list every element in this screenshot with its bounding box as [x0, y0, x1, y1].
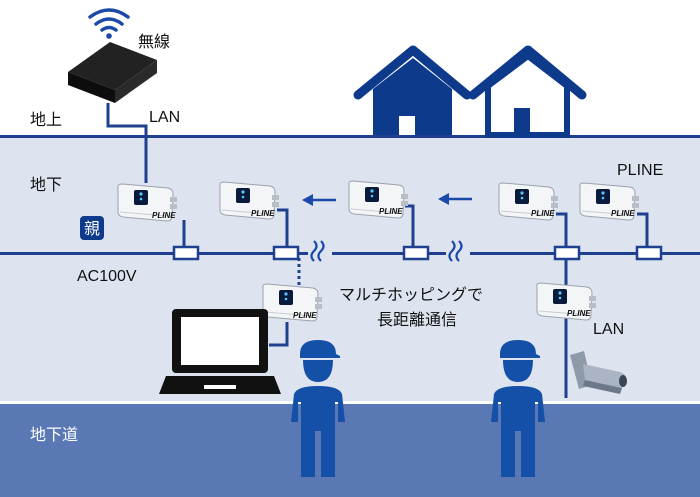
pline-device-icon: PLINE — [219, 181, 280, 220]
pline-device-icon: PLINE — [536, 282, 597, 321]
underpass-edge — [0, 401, 700, 404]
label-lan-camera: LAN — [593, 321, 624, 338]
ground-line — [0, 135, 700, 138]
line-couplers — [172, 245, 663, 261]
house-icon — [353, 45, 472, 135]
label-surface: 地上 — [30, 110, 62, 129]
device-logo: PLINE — [293, 311, 317, 320]
house-icon — [468, 45, 587, 138]
security-camera-icon — [570, 351, 627, 394]
label-wireless: 無線 — [138, 32, 170, 51]
device-logo: PLINE — [379, 207, 403, 216]
parent-badge — [80, 216, 104, 240]
arrow-left-icon — [302, 194, 336, 206]
label-multihop-2: 長距離通信 — [377, 310, 457, 329]
pline-device-icon: PLINE — [498, 182, 559, 221]
label-pline: PLINE — [617, 162, 663, 179]
wave-signal-icon — [446, 236, 470, 270]
ac-power-line — [0, 252, 700, 255]
lan-cable-laptop — [269, 322, 289, 347]
underpass-area — [0, 401, 700, 497]
label-ac100v: AC100V — [77, 268, 137, 285]
pline-device-icon: PLINE — [262, 283, 323, 322]
device-logo: PLINE — [567, 309, 591, 318]
laptop-icon — [159, 309, 281, 394]
device-logo: PLINE — [152, 211, 176, 220]
label-lan-router: LAN — [149, 109, 180, 126]
pline-device-icon: PLINE — [117, 183, 178, 222]
pline-device-icon: PLINE — [579, 182, 640, 221]
pline-device-icon: PLINE — [348, 180, 409, 219]
device-logo: PLINE — [611, 209, 635, 218]
device-logo: PLINE — [251, 209, 275, 218]
wifi-router-icon — [68, 8, 157, 103]
device-logo: PLINE — [531, 209, 555, 218]
arrow-left-icon — [438, 193, 472, 205]
label-underground: 地下 — [30, 175, 62, 194]
label-parent: 親 — [84, 219, 100, 238]
lan-cable-router — [106, 103, 148, 183]
label-underpass: 地下道 — [30, 425, 78, 444]
label-multihop-1: マルチホッピングで — [339, 285, 483, 304]
wave-signal-icon — [308, 236, 332, 270]
